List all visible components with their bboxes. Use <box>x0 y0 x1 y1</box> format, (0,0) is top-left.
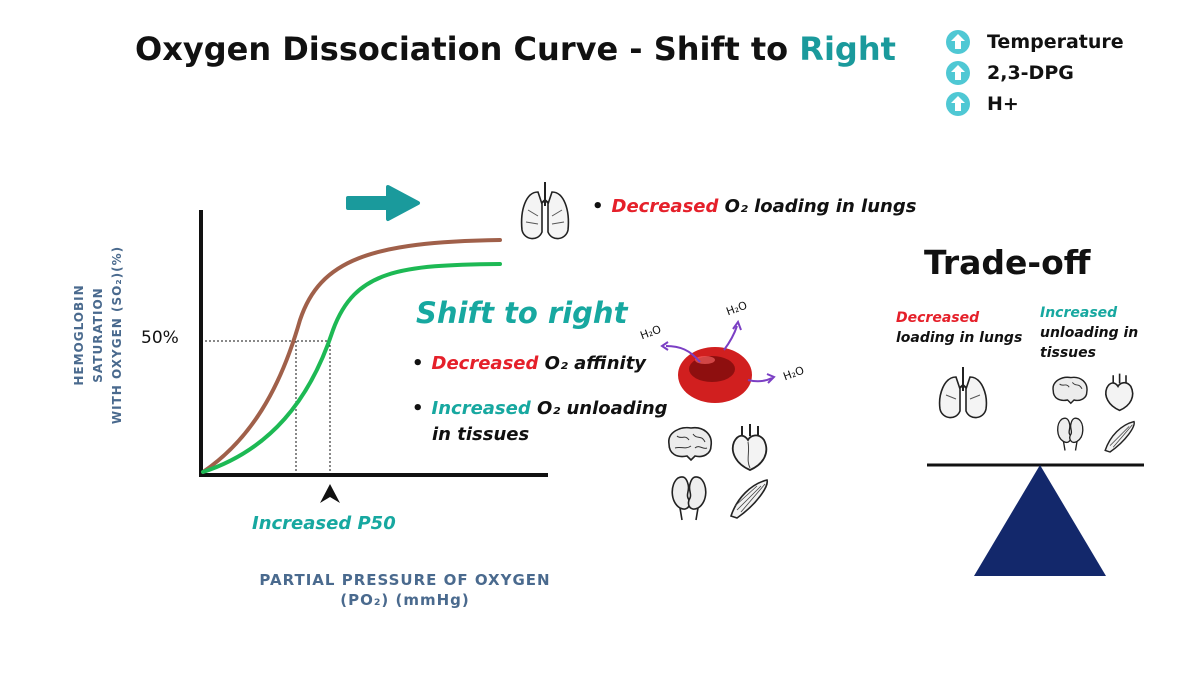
factor-item: 2,3-DPG <box>945 57 1124 88</box>
tradeoff-left-colored: Decreased <box>896 310 980 326</box>
tradeoff-right-text: Increased unloading in tissues <box>1040 303 1138 363</box>
y-axis-label: HEMOGLOBIN SATURATION WITH OXYGEN (SO₂)(… <box>70 235 127 435</box>
title-highlight: Right <box>799 30 896 68</box>
tradeoff-lungs-icon <box>938 367 988 419</box>
factor-label: 2,3-DPG <box>987 61 1074 84</box>
page-title: Oxygen Dissociation Curve - Shift to Rig… <box>135 30 896 68</box>
tradeoff-heading: Trade-off <box>924 243 1091 282</box>
title-prefix: Oxygen Dissociation Curve - Shift to <box>135 30 800 68</box>
normal-curve <box>201 238 502 474</box>
factor-list: Temperature 2,3-DPG H+ <box>945 26 1124 119</box>
x-axis-label: PARTIAL PRESSURE OF OXYGEN (PO₂) (mmHg) <box>255 570 555 610</box>
water-arrow-icon <box>723 325 738 351</box>
up-arrow-icon <box>946 91 970 116</box>
shift-heading: Shift to right <box>416 296 628 330</box>
shift-bullet1-rest: O₂ affinity <box>538 353 647 374</box>
y-axis-label-line2: WITH OXYGEN (SO₂)(%) <box>110 245 124 425</box>
tradeoff-right-colored: Increased <box>1040 305 1118 321</box>
red-blood-cell-icon <box>678 347 752 403</box>
shift-bullet2-line2: in tissues <box>432 424 530 445</box>
shift-bullet2-rest: O₂ unloading <box>530 398 668 419</box>
tradeoff-muscle-icon <box>1104 420 1135 453</box>
shift-right-arrow-icon <box>346 185 420 221</box>
tradeoff-kidney-icon <box>1057 417 1084 451</box>
tradeoff-left-text: Decreased loading in lungs <box>896 308 1022 348</box>
tradeoff-heart-icon <box>1105 373 1134 412</box>
y-axis-label-line1: HEMOGLOBIN SATURATION <box>72 284 105 386</box>
factor-label: H+ <box>987 92 1019 115</box>
lung-note: •Decreased O₂ loading in lungs <box>592 196 917 217</box>
lungs-icon <box>520 182 570 240</box>
p50-label: Increased P50 <box>252 513 396 534</box>
right-shifted-curve <box>201 262 502 474</box>
kidney-icon <box>671 476 707 521</box>
tradeoff-right-rest1: unloading in <box>1040 325 1139 341</box>
brain-icon <box>668 426 713 462</box>
scale-fulcrum <box>974 465 1106 576</box>
factor-item: H+ <box>945 88 1124 119</box>
water-arrow-icon <box>665 345 701 363</box>
muscle-icon <box>729 479 768 519</box>
up-arrow-icon <box>946 29 970 54</box>
up-arrow-icon <box>946 60 970 85</box>
fifty-percent-label: 50% <box>141 328 179 348</box>
tradeoff-left-rest: loading in lungs <box>896 330 1023 346</box>
shift-bullet2-colored: Increased <box>431 398 531 419</box>
tradeoff-right-rest2: tissues <box>1040 345 1096 361</box>
water-arrow-icon <box>747 377 773 383</box>
tradeoff-brain-icon <box>1052 376 1088 405</box>
lung-note-colored: Decreased <box>611 196 719 217</box>
shift-bullet-affinity: •Decreased O₂ affinity <box>412 353 647 374</box>
shift-bullet-unloading: •Increased O₂ unloading <box>412 398 668 419</box>
heart-icon <box>731 424 768 471</box>
x-axis-label-line2: (PO₂) (mmHg) <box>340 591 470 609</box>
x-axis-label-line1: PARTIAL PRESSURE OF OXYGEN <box>259 571 551 589</box>
lung-note-rest: O₂ loading in lungs <box>718 196 917 217</box>
p50-marker-icon <box>320 484 340 503</box>
factor-item: Temperature <box>945 26 1124 57</box>
shift-bullet1-colored: Decreased <box>431 353 539 374</box>
factor-label: Temperature <box>987 30 1124 53</box>
